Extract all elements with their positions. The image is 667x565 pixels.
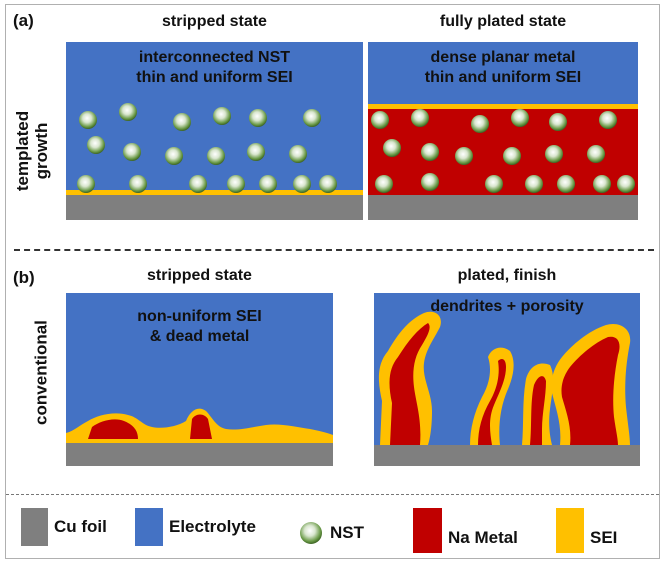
nst-particle [471, 115, 489, 133]
row-label-line2: growth [32, 122, 51, 180]
panel-a-plated: dense planar metal thin and uniform SEI [368, 42, 638, 220]
panel-b-left-text-2: & dead metal [149, 328, 250, 345]
nst-particle [319, 175, 337, 193]
nst-particle [293, 175, 311, 193]
panel-b-right-text-1: dendrites + porosity [430, 298, 584, 315]
nst-particle [119, 103, 137, 121]
nst-particle [557, 175, 575, 193]
panel-a-stripped-graphic [66, 103, 363, 220]
nst-particle [165, 147, 183, 165]
cu-foil-swatch [21, 508, 48, 546]
legend-nst-label: NST [330, 523, 364, 542]
nst-particle [371, 111, 389, 129]
panel-a-left-title: stripped state [162, 13, 267, 30]
nst-particle [213, 107, 231, 125]
nst-particle [227, 175, 245, 193]
nst-particle [207, 147, 225, 165]
sei-layer [368, 104, 638, 109]
nst-particle [249, 109, 267, 127]
panel-a-left-text-2: thin and uniform SEI [136, 69, 293, 86]
legend-nst: NST [298, 520, 364, 546]
nst-particle [79, 111, 97, 129]
panel-a-plated-graphic [368, 104, 638, 220]
legend-na-metal: Na Metal [413, 508, 518, 553]
panel-b-right-title: plated, finish [457, 267, 557, 284]
panel-b-stripped: non-uniform SEI & dead metal [66, 293, 333, 466]
nst-particle [421, 173, 439, 191]
nst-particle [503, 147, 521, 165]
cu-foil-layer [66, 194, 363, 220]
nst-particle [173, 113, 191, 131]
panel-b-plated: dendrites + porosity [374, 293, 640, 466]
legend-cu-foil-label: Cu foil [54, 517, 107, 536]
dead-metal-left [88, 419, 138, 439]
nst-particle [123, 143, 141, 161]
na-metal-swatch [413, 508, 442, 553]
panel-a-label: (a) [13, 11, 34, 30]
figure-frame [5, 4, 660, 559]
nst-icon [300, 522, 322, 544]
electrolyte-swatch [135, 508, 163, 546]
nst-particle [545, 145, 563, 163]
nst-particle [525, 175, 543, 193]
dendrite-metal [478, 359, 506, 445]
nst-particle [303, 109, 321, 127]
nst-particle [549, 113, 567, 131]
panel-b-row-label: conventional [31, 320, 51, 425]
panel-b-left-text-1: non-uniform SEI [137, 308, 262, 325]
cu-foil-layer [368, 195, 638, 220]
nst-particle [617, 175, 635, 193]
dendrite-metal [389, 323, 430, 445]
nst-particle [383, 139, 401, 157]
legend-sei: SEI [556, 508, 617, 553]
legend-na-metal-label: Na Metal [448, 527, 518, 547]
cu-foil-layer [66, 443, 333, 466]
dead-metal-right [190, 414, 212, 439]
panel-a-left-text-1: interconnected NST [138, 49, 291, 66]
nst-particle [421, 143, 439, 161]
panel-a-stripped: interconnected NST thin and uniform SEI [66, 42, 363, 220]
nst-particles [371, 109, 635, 193]
nst-particle [247, 143, 265, 161]
panel-a-right-title: fully plated state [439, 13, 567, 30]
panel-b-plated-graphic [374, 311, 640, 466]
legend-divider [6, 494, 659, 495]
nst-particle [189, 175, 207, 193]
panel-b-stripped-graphic [66, 408, 333, 466]
dendrite-metal [561, 336, 620, 445]
nst-particle [593, 175, 611, 193]
dendrite-metal [530, 376, 546, 445]
sei-swatch [556, 508, 584, 553]
nst-particle [129, 175, 147, 193]
row-label-line1: templated [13, 110, 32, 192]
nst-particle [375, 175, 393, 193]
cu-foil-layer [374, 445, 640, 466]
legend-sei-label: SEI [590, 527, 618, 547]
panel-b-left-title: stripped state [147, 267, 252, 284]
legend-cu-foil: Cu foil [21, 508, 107, 546]
nst-particle [511, 109, 529, 127]
dendrite-sei [470, 347, 514, 445]
nst-particles [77, 103, 337, 193]
legend-electrolyte-label: Electrolyte [169, 517, 256, 536]
section-divider [14, 249, 654, 251]
nst-particle [87, 136, 105, 154]
legend-electrolyte: Electrolyte [135, 508, 256, 546]
nst-particle [587, 145, 605, 163]
nst-particle [485, 175, 503, 193]
panel-a-right-text-2: thin and uniform SEI [424, 69, 582, 86]
panel-b-label: (b) [13, 268, 35, 287]
nst-particle [411, 109, 429, 127]
nst-particle [259, 175, 277, 193]
nst-particle [455, 147, 473, 165]
panel-a-right-text-1: dense planar metal [430, 49, 576, 66]
nst-particle [599, 111, 617, 129]
sei-layer [66, 190, 363, 195]
nst-particle [289, 145, 307, 163]
nst-particle [77, 175, 95, 193]
